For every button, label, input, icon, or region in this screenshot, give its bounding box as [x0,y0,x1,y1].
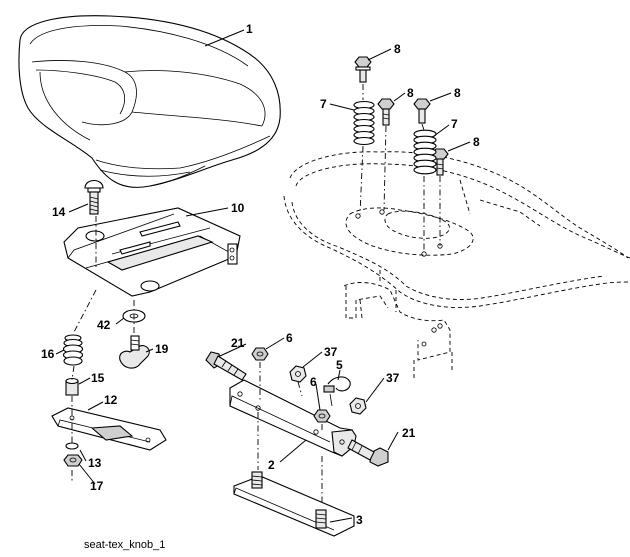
seat-pan [63,207,241,297]
retaining-clip [323,376,351,407]
seat-bracket [229,379,357,457]
suspension-spring-right [413,129,437,175]
carriage-bolt [84,179,104,215]
callout-1: 1 [246,22,253,36]
callout-17: 17 [90,479,104,493]
flat-washer-left [289,365,307,383]
callout-42: 42 [97,318,111,332]
seat-cushion [18,15,281,188]
spacer [65,377,79,396]
flange-bolt-right [347,439,389,467]
callout-7-left: 7 [320,97,327,111]
callout-8-top: 8 [394,42,401,56]
lock-nut-bottom [313,409,331,423]
flat-washer-right [349,397,367,415]
callout-21-left: 21 [231,336,245,350]
callout-labels: 1 2 3 5 6 6 7 7 8 8 8 8 10 12 13 14 15 1… [41,22,480,527]
seat-spring [62,334,84,366]
callout-14: 14 [52,205,66,219]
callout-37-right: 37 [386,371,400,385]
adjustment-knob [119,335,150,369]
hex-bolt-right [413,98,431,124]
slide-rail [51,407,167,451]
hex-bolt-mid [377,98,395,126]
tractor-frame [283,151,630,380]
callout-6-bottom: 6 [310,375,317,389]
hex-bolt-top [354,56,372,83]
callout-5: 5 [336,358,343,372]
leader-lines [55,29,471,523]
flange-bolt-left [205,351,247,381]
callout-13: 13 [88,456,102,470]
callout-16: 16 [41,347,55,361]
callout-3: 3 [356,513,363,527]
callout-19: 19 [155,342,169,356]
callout-6-top: 6 [286,331,293,345]
callout-21-right: 21 [402,426,416,440]
lock-nut-top [251,347,269,361]
suspension-spring-left [353,100,375,146]
callout-8-mid: 8 [407,86,414,100]
callout-10: 10 [231,201,245,215]
callout-8-right: 8 [454,86,461,100]
callout-37-left: 37 [324,345,338,359]
callout-7-right: 7 [451,117,458,131]
hex-nut [63,454,83,467]
callout-8-side: 8 [473,135,480,149]
lock-washer [65,442,79,450]
callout-12: 12 [104,393,118,407]
mounting-plate [233,471,355,537]
callout-2: 2 [268,458,275,472]
callout-15: 15 [91,371,105,385]
figure-caption: seat-tex_knob_1 [84,539,165,551]
